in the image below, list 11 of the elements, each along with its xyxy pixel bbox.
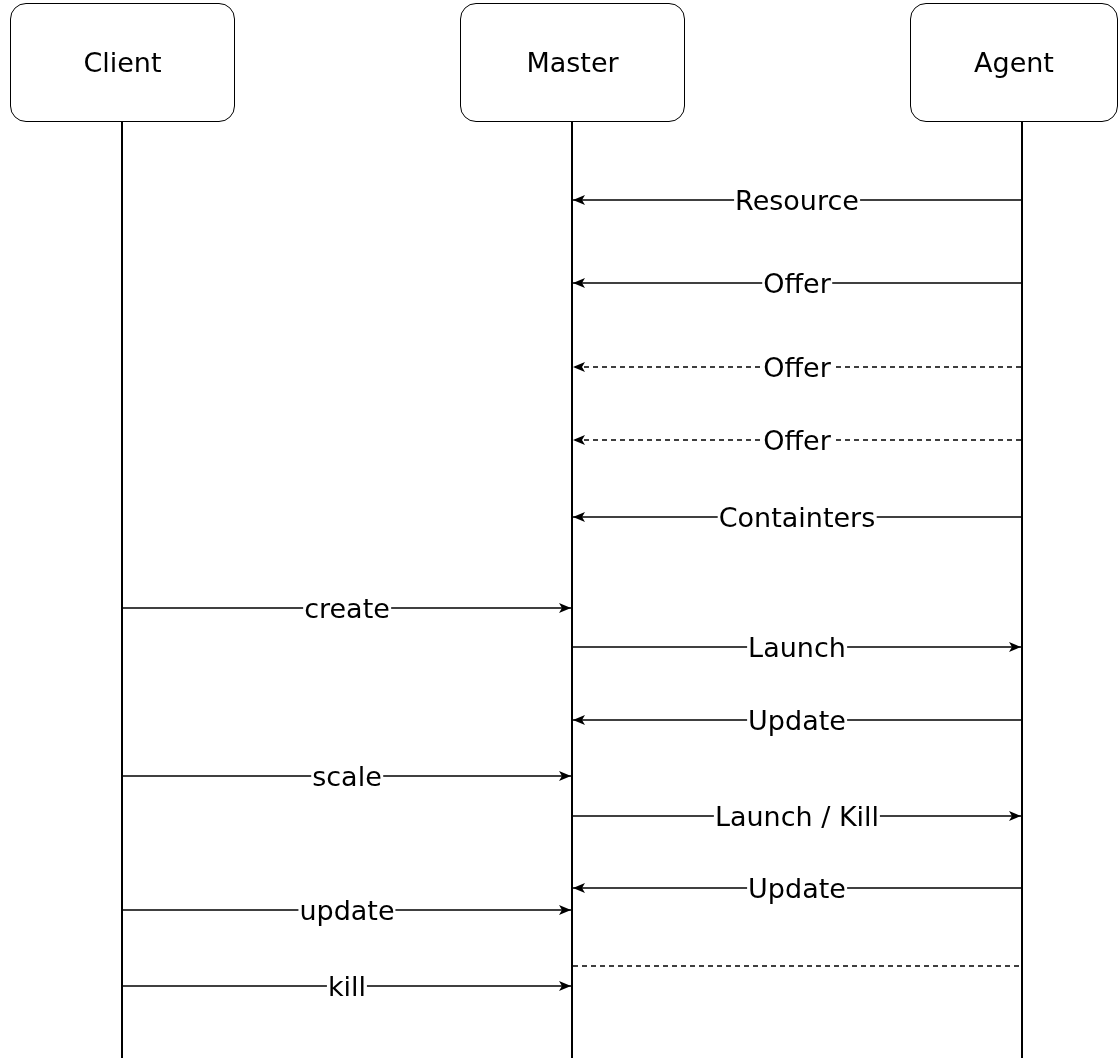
arrow: [122, 981, 572, 991]
participant-box: [460, 3, 685, 122]
participant-name: Agent: [974, 47, 1054, 78]
lifeline: [571, 122, 573, 1058]
lifeline: [1021, 122, 1023, 1058]
participant-box: [910, 3, 1118, 122]
lifeline: [121, 122, 123, 1058]
dashed-line: [572, 965, 1022, 967]
participant-name: Master: [526, 47, 619, 78]
participant-name: Client: [83, 47, 162, 78]
participant-box: [10, 3, 235, 122]
